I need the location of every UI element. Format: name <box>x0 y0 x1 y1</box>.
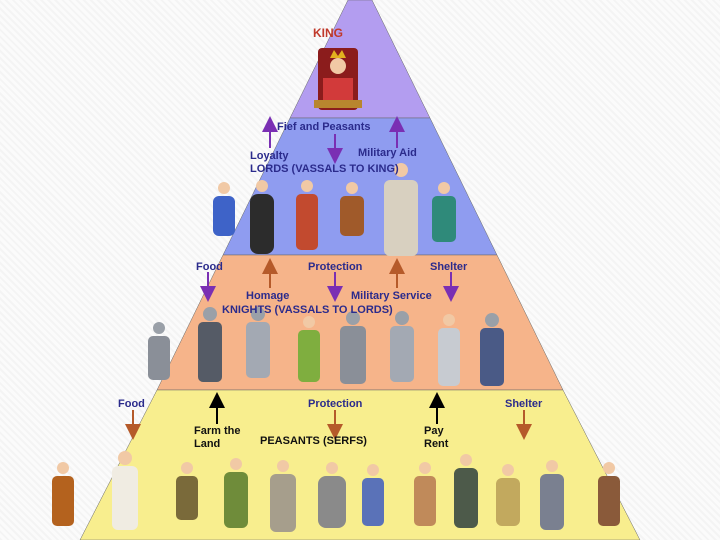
farm-the-label: Farm the <box>194 425 240 437</box>
fief-and-peasants-label: Fief and Peasants <box>277 121 371 133</box>
peasants-title: PEASANTS (SERFS) <box>260 435 367 447</box>
protection-label-peasants: Protection <box>308 398 362 410</box>
military-service-label: Military Service <box>351 290 432 302</box>
pay-label: Pay <box>424 425 444 437</box>
knights-title: KNIGHTS (VASSALS TO LORDS) <box>222 304 393 316</box>
land-label: Land <box>194 438 220 450</box>
shelter-label-peasants: Shelter <box>505 398 542 410</box>
shelter-label-knights: Shelter <box>430 261 467 273</box>
military-aid-label: Military Aid <box>358 147 417 159</box>
lords-title: LORDS (VASSALS TO KING) <box>250 163 399 175</box>
food-label-knights: Food <box>196 261 223 273</box>
food-label-peasants: Food <box>118 398 145 410</box>
king-title: KING <box>313 27 343 39</box>
protection-label-knights: Protection <box>308 261 362 273</box>
loyalty-label: Loyalty <box>250 150 289 162</box>
king-figure-icon <box>314 48 362 110</box>
homage-label: Homage <box>246 290 289 302</box>
rent-label: Rent <box>424 438 448 450</box>
